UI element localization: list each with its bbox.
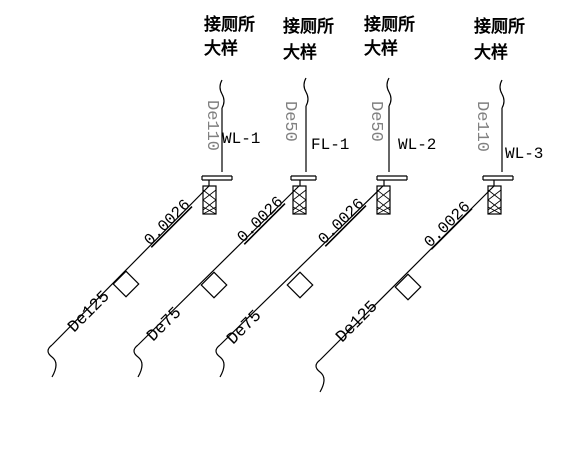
riser-2-break-mark bbox=[303, 77, 309, 107]
riser-2-cleanout bbox=[200, 271, 228, 299]
riser-2-branch-break-mark bbox=[133, 344, 143, 378]
riser-2-floor-sleeve bbox=[292, 185, 307, 215]
riser-2-branch-diameter: De75 bbox=[144, 304, 186, 346]
riser-1-diameter: De110 bbox=[202, 100, 221, 151]
riser-1-slope: 0.0026 bbox=[141, 196, 194, 249]
riser-4-cleanout bbox=[394, 273, 422, 301]
riser-2-diameter: De50 bbox=[280, 101, 299, 142]
riser-2-title-line2: 大样 bbox=[283, 42, 317, 63]
riser-2-branch-pipe bbox=[137, 185, 300, 346]
riser-2-pipe-id: FL-1 bbox=[311, 136, 349, 154]
riser-4-branch-diameter: De125 bbox=[333, 298, 383, 348]
riser-1-title-line1: 接厕所 bbox=[204, 14, 255, 35]
riser-4-slope: 0.0026 bbox=[421, 198, 474, 251]
riser-3-diameter: De50 bbox=[366, 101, 385, 142]
riser-3-branch-pipe bbox=[219, 185, 384, 346]
riser-4-title-line2: 大样 bbox=[474, 42, 508, 63]
riser-1-branch-break-mark bbox=[47, 344, 57, 378]
riser-1-branch-pipe bbox=[51, 185, 210, 346]
riser-1-floor-sleeve bbox=[202, 185, 217, 215]
riser-3-branch-diameter: De75 bbox=[224, 307, 266, 349]
riser-4-title-line1: 接厕所 bbox=[474, 16, 525, 37]
riser-2-title-line1: 接厕所 bbox=[283, 16, 334, 37]
riser-4-diameter: De110 bbox=[472, 101, 491, 152]
riser-1-title-line2: 大样 bbox=[204, 38, 238, 59]
riser-3-slope: 0.0026 bbox=[315, 195, 368, 248]
riser-1-branch-diameter: De125 bbox=[65, 288, 115, 338]
riser-2-slope: 0.0026 bbox=[234, 193, 287, 246]
riser-3-title-line2: 大样 bbox=[364, 38, 398, 59]
riser-1-cleanout bbox=[112, 270, 140, 298]
riser-1-pipe-id: WL-1 bbox=[222, 130, 260, 148]
riser-3-title-line1: 接厕所 bbox=[364, 14, 415, 35]
riser-3-cleanout bbox=[286, 271, 314, 299]
riser-3-pipe-id: WL-2 bbox=[398, 136, 436, 154]
riser-3-branch-break-mark bbox=[215, 344, 225, 378]
riser-3-floor-sleeve bbox=[376, 185, 391, 215]
riser-4-branch-break-mark bbox=[315, 359, 325, 393]
riser-4-break-mark bbox=[499, 79, 505, 109]
riser-4-pipe-id: WL-3 bbox=[505, 145, 543, 163]
riser-4-floor-sleeve bbox=[487, 185, 502, 215]
riser-4-branch-pipe bbox=[319, 185, 495, 361]
riser-3-break-mark bbox=[386, 77, 392, 107]
riser-group-3: 接厕所 大样 De50 WL-2 0.0026 De75 bbox=[215, 14, 436, 378]
riser-1-break-mark bbox=[219, 79, 225, 109]
